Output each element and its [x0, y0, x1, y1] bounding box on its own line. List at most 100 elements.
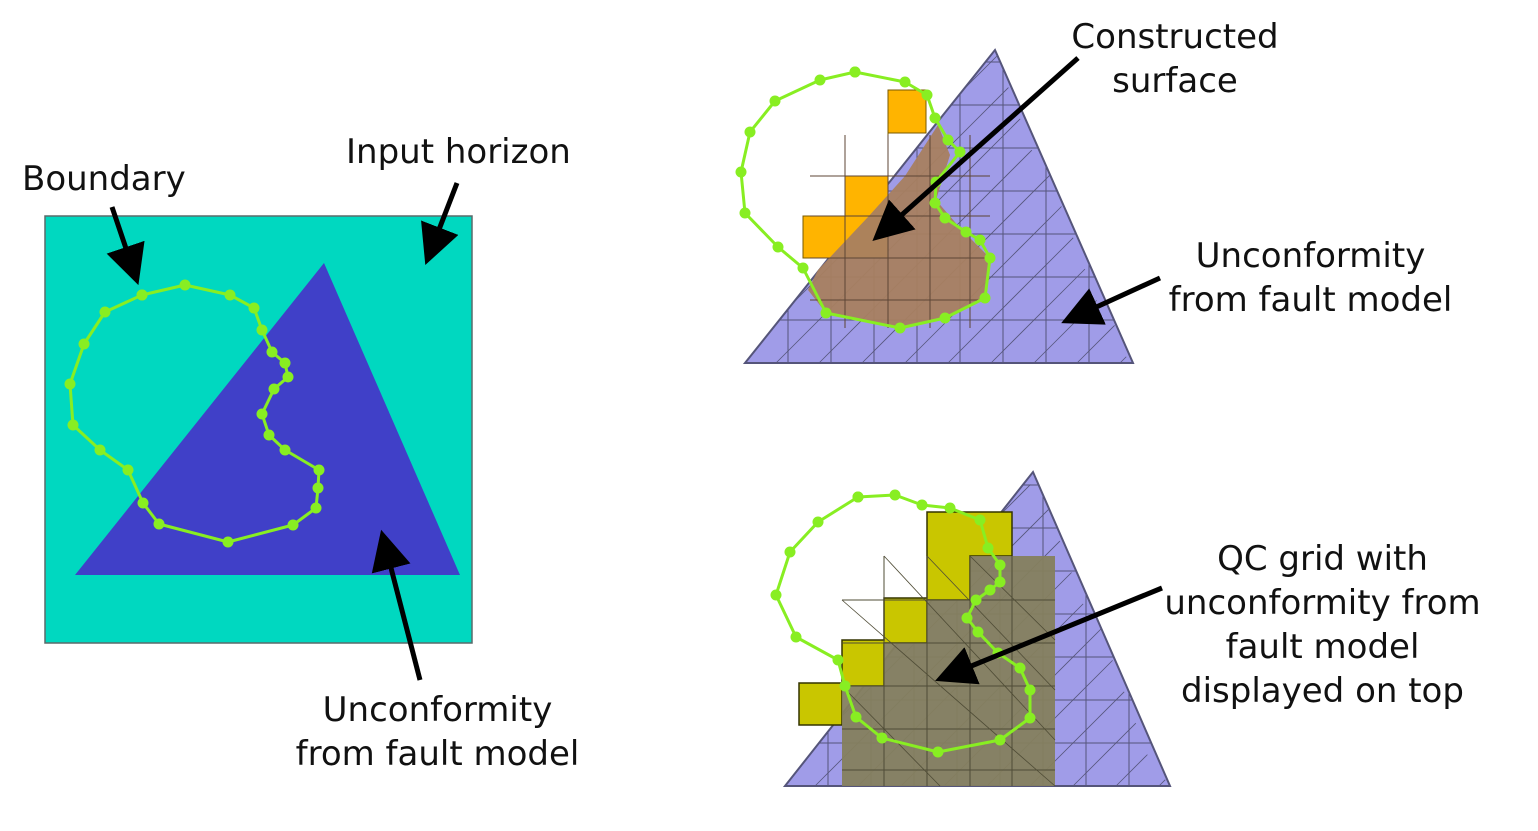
- label-boundary: Boundary: [22, 159, 186, 199]
- boundary-vertex: [994, 559, 1006, 571]
- grid-line: [841, 599, 1056, 787]
- label-unconformity-left: Unconformity from fault model: [295, 690, 580, 774]
- boundary-vertex: [222, 536, 234, 548]
- boundary-vertex: [248, 302, 260, 314]
- qc-grid-panel: [770, 470, 1172, 787]
- boundary-vertex: [942, 134, 954, 146]
- boundary-vertex: [876, 732, 888, 744]
- boundary-vertex: [994, 734, 1006, 746]
- boundary-polygon-lower: [770, 489, 1036, 758]
- mesh-line: [998, 484, 1031, 517]
- arrows: [106, 56, 1163, 685]
- mesh-line: [1076, 325, 1115, 364]
- arrow-qc-grid: [935, 585, 1163, 685]
- mesh-line: [947, 237, 1074, 364]
- boundary-vertex: [814, 74, 826, 86]
- boundary-polygon: [64, 279, 325, 548]
- boundary-vertex: [979, 292, 991, 304]
- boundary-vertex: [921, 89, 933, 101]
- boundary-vertex: [137, 497, 149, 509]
- grid-line: [926, 555, 1056, 691]
- boundary-vertex: [984, 584, 996, 596]
- boundary-vertex: [784, 546, 796, 558]
- boundary-vertex: [916, 499, 928, 511]
- boundary-vertex: [266, 346, 278, 358]
- arrow-unconformity-left: [371, 529, 423, 681]
- boundary-vertex: [939, 212, 951, 224]
- boundary-vertex: [136, 289, 148, 301]
- boundary-vertex: [974, 514, 986, 526]
- boundary-vertex: [850, 711, 862, 723]
- boundary-vertex: [812, 516, 824, 528]
- boundary-vertex: [67, 419, 79, 431]
- boundary-vertex: [970, 594, 982, 606]
- mesh-line: [1119, 356, 1127, 364]
- boundary-vertex: [122, 464, 134, 476]
- boundary-vertex: [99, 306, 111, 318]
- arrow-input-horizon: [421, 182, 460, 265]
- boundary-vertex: [797, 262, 809, 274]
- mesh-line: [1072, 722, 1137, 787]
- left-panel: [44, 215, 473, 644]
- boundary-vertex: [954, 146, 966, 158]
- boundary-vertex: [279, 357, 291, 369]
- boundary-vertex: [929, 112, 941, 124]
- boundary-vertex: [939, 312, 951, 324]
- boundary-vertex: [153, 518, 165, 530]
- boundary-vertex: [268, 383, 280, 395]
- boundary-vertex: [739, 207, 751, 219]
- boundary-vertex: [790, 631, 802, 643]
- boundary-polygon-top: [735, 66, 996, 334]
- boundary-vertex: [932, 746, 944, 758]
- label-constructed-surface: Constructed surface: [1071, 17, 1279, 101]
- boundary-vertex: [832, 654, 844, 666]
- boundary-vertex: [224, 289, 236, 301]
- label-unconformity-right: Unconformity from fault model: [1168, 236, 1453, 320]
- boundary-vertex: [1014, 662, 1026, 674]
- boundary-vertex: [770, 589, 782, 601]
- boundary-vertex: [78, 338, 90, 350]
- boundary-vertex: [994, 576, 1006, 588]
- boundary-vertex: [984, 252, 996, 264]
- arrow-unconformity-right: [1061, 275, 1162, 325]
- boundary-vertex: [894, 322, 906, 334]
- grid-line: [841, 685, 941, 787]
- boundary-vertex: [313, 464, 325, 476]
- boundary-vertex: [1024, 684, 1036, 696]
- label-qc-grid: QC grid with unconformity from fault mod…: [1164, 539, 1481, 711]
- boundary-vertex: [179, 279, 191, 291]
- boundary-vertex: [772, 241, 784, 253]
- boundary-vertex: [256, 408, 268, 420]
- boundary-vertex: [263, 429, 275, 441]
- boundary-vertex: [889, 489, 901, 501]
- boundary-vertex: [944, 502, 956, 514]
- qc-grid-lines: [841, 555, 1056, 787]
- boundary-vertex: [972, 626, 984, 638]
- boundary-vertex: [820, 307, 832, 319]
- boundary-vertex: [310, 502, 322, 514]
- boundary-vertex: [312, 482, 324, 494]
- boundary-vertex: [287, 519, 299, 531]
- boundary-vertex: [929, 197, 941, 209]
- boundary-vertex: [94, 444, 106, 456]
- label-input-horizon: Input horizon: [346, 132, 571, 172]
- boundary-vertex: [839, 680, 851, 692]
- boundary-vertex: [769, 95, 781, 107]
- boundary-vertex: [852, 491, 864, 503]
- boundary-vertex: [256, 324, 268, 336]
- boundary-vertex: [974, 234, 986, 246]
- arrow-boundary: [106, 206, 145, 286]
- boundary-vertex: [735, 166, 747, 178]
- boundary-vertex: [960, 226, 972, 238]
- mesh-line: [1158, 779, 1166, 787]
- boundary-vertex: [899, 76, 911, 88]
- mesh-line: [990, 268, 1086, 364]
- boundary-vertex: [744, 126, 756, 138]
- boundary-vertex: [64, 378, 76, 390]
- fault-triangle: [75, 263, 460, 575]
- mesh-line: [965, 55, 998, 88]
- arrow-constructed-surface: [872, 56, 1080, 241]
- boundary-vertex: [279, 444, 291, 456]
- boundary-vertex: [849, 66, 861, 78]
